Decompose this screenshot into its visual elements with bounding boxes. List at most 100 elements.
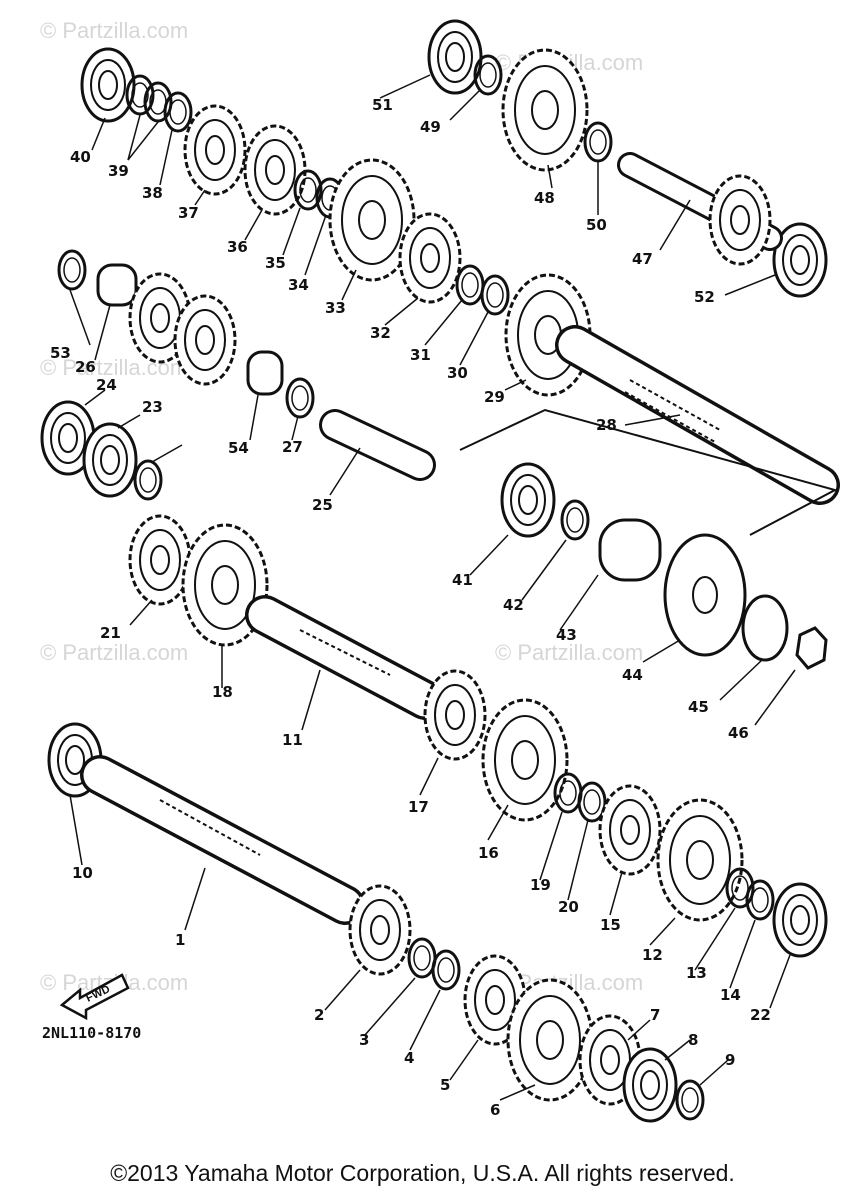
watermark-text: © Partzilla.com [40, 18, 188, 43]
callout-33: 33 [325, 299, 346, 317]
parts-group-top [80, 19, 840, 536]
callout-37: 37 [178, 204, 199, 222]
callout-16: 16 [478, 844, 499, 862]
callout-48: 48 [534, 189, 555, 207]
part-2-gear [348, 884, 412, 976]
callout-2: 2 [314, 1006, 324, 1024]
part-48-gear [501, 48, 589, 172]
part-51-bearing [427, 19, 483, 95]
callout-20: 20 [558, 898, 579, 916]
part-32-gear [398, 212, 462, 304]
part-40-bearing [80, 47, 136, 123]
callout-21: 21 [100, 624, 121, 642]
part-42-seal [560, 499, 590, 541]
callout-49: 49 [420, 118, 441, 136]
parts-group-bottom: FWD 2NL110-8170 [42, 722, 705, 1123]
part-11-shaft [245, 595, 445, 720]
callout-51: 51 [372, 96, 393, 114]
callout-3: 3 [359, 1031, 369, 1049]
part-8-bearing [622, 1047, 678, 1123]
leader-lines [69, 74, 796, 1101]
callout-8: 8 [688, 1031, 698, 1049]
callout-1: 1 [175, 931, 185, 949]
callout-54: 54 [228, 439, 249, 457]
callout-18: 18 [212, 683, 233, 701]
callout-9: 9 [725, 1051, 735, 1069]
callout-25: 25 [312, 496, 333, 514]
callout-38: 38 [142, 184, 163, 202]
callout-53: 53 [50, 344, 71, 362]
callout-43: 43 [556, 626, 577, 644]
callout-50: 50 [586, 216, 607, 234]
callout-46: 46 [728, 724, 749, 742]
callout-13: 13 [686, 964, 707, 982]
part-30-washer [480, 274, 510, 316]
callout-17: 17 [408, 798, 429, 816]
part-46-nut [795, 626, 828, 670]
callout-30: 30 [447, 364, 468, 382]
part-26-gear [173, 294, 237, 386]
part-17-gear [423, 669, 487, 761]
part-41-bearing [500, 462, 556, 538]
part-53-washer [57, 249, 87, 291]
part-25-pin [319, 409, 436, 481]
part-27-washer [285, 377, 315, 419]
callout-12: 12 [642, 946, 663, 964]
part-15-gear [598, 784, 662, 876]
callout-22: 22 [750, 1006, 771, 1024]
part-31-circlip [455, 264, 485, 306]
callout-35: 35 [265, 254, 286, 272]
callout-26: 26 [75, 358, 96, 376]
callout-labels: 1 2 3 4 5 6 7 8 9 10 11 12 13 14 15 16 1… [50, 96, 771, 1119]
part-3-washer [407, 937, 437, 979]
part-23-bearing [82, 422, 138, 498]
callout-39: 39 [108, 162, 129, 180]
parts-group-left-middle [40, 249, 436, 501]
callout-19: 19 [530, 876, 551, 894]
part-47-shaft [617, 152, 783, 266]
callout-36: 36 [227, 238, 248, 256]
diagram-code: 2NL110-8170 [42, 1024, 141, 1042]
callout-10: 10 [72, 864, 93, 882]
callout-52: 52 [694, 288, 715, 306]
part-6-gear [506, 978, 594, 1102]
callout-29: 29 [484, 388, 505, 406]
callout-47: 47 [632, 250, 653, 268]
part-50-circlip [583, 121, 613, 163]
part-22-bearing [772, 882, 828, 958]
callout-45: 45 [688, 698, 709, 716]
callout-44: 44 [622, 666, 643, 684]
part-43-collar [598, 518, 662, 582]
callout-42: 42 [503, 596, 524, 614]
part-21-gear [128, 514, 192, 606]
callout-34: 34 [288, 276, 309, 294]
part-1-shaft [80, 755, 365, 925]
part-13-washer [133, 459, 163, 501]
part-9-seal [675, 1079, 705, 1121]
callout-15: 15 [600, 916, 621, 934]
callout-27: 27 [282, 438, 303, 456]
copyright-notice: ©2013 Yamaha Motor Corporation, U.S.A. A… [110, 1160, 735, 1186]
callout-41: 41 [452, 571, 473, 589]
part-16-gear [481, 698, 569, 822]
part-28-shaft [555, 325, 840, 505]
callout-40: 40 [70, 148, 91, 166]
watermark-text: © Partzilla.com [495, 640, 643, 665]
callout-14: 14 [720, 986, 741, 1004]
watermark-text: © Partzilla.com [40, 640, 188, 665]
callout-23: 23 [142, 398, 163, 416]
callout-24: 24 [96, 376, 117, 394]
callout-32: 32 [370, 324, 391, 342]
callout-31: 31 [410, 346, 431, 364]
callout-5: 5 [440, 1076, 450, 1094]
part-4-circlip [431, 949, 461, 991]
part-37-gear [183, 104, 247, 196]
part-45-lock-washer [741, 594, 789, 662]
callout-6: 6 [490, 1101, 500, 1119]
parts-group-middle [128, 462, 828, 958]
callout-4: 4 [404, 1049, 414, 1067]
part-26-bushing [96, 263, 138, 307]
callout-28: 28 [596, 416, 617, 434]
part-54-bearing [246, 350, 284, 396]
